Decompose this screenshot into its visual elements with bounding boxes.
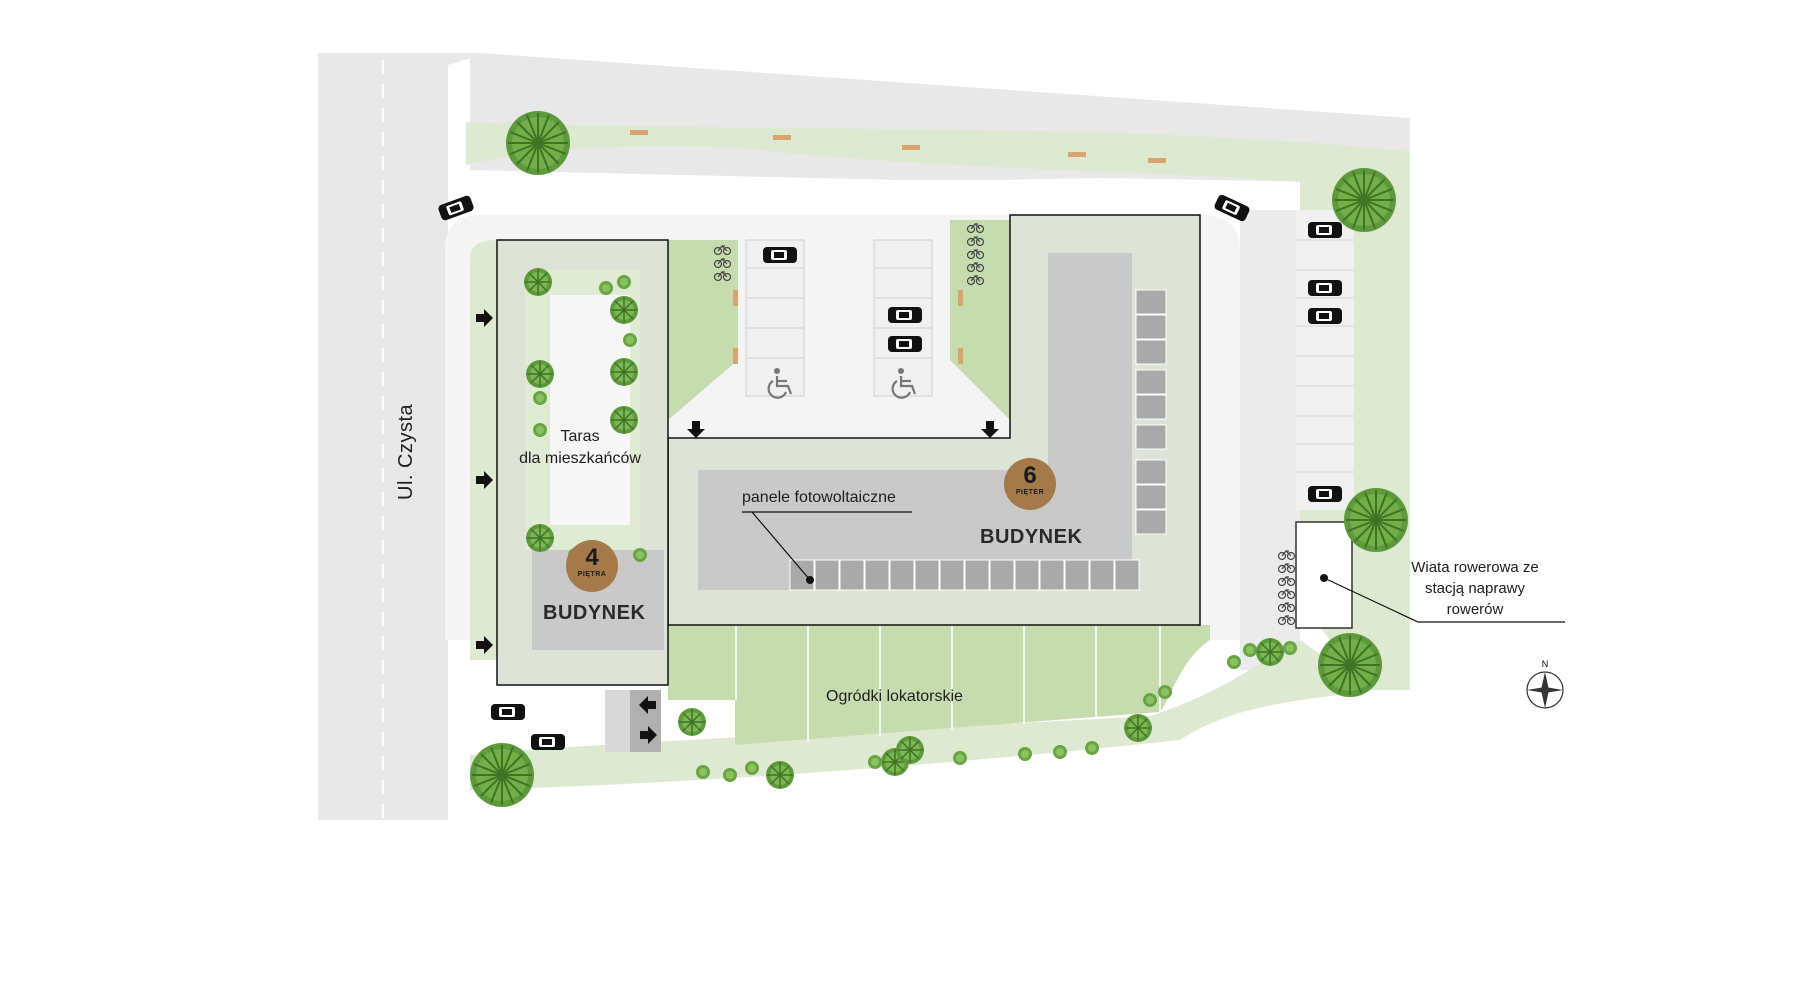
terrace-label-line1: Taras	[560, 428, 600, 445]
floors-count: 4	[585, 544, 599, 571]
terrace-label: Taras dla mieszkańców	[510, 426, 650, 470]
terrace-label-line2: dla mieszkańców	[519, 450, 641, 467]
lawn-west-strip	[470, 240, 497, 660]
street-ul-czysta	[318, 53, 480, 820]
floors-unit: PIĘTRA	[577, 571, 607, 578]
lawn-north-strip	[466, 122, 1410, 192]
parking-stalls-west	[745, 239, 805, 397]
floors-badge-building-6: 6 PIĘTER	[1004, 458, 1056, 510]
street-name-label: Ul. Czysta	[395, 403, 417, 500]
compass-north-label: N	[1542, 659, 1549, 669]
compass-icon	[1526, 671, 1564, 709]
paving-east-lane	[1240, 210, 1300, 670]
floors-unit: PIĘTER	[1015, 489, 1045, 496]
bike-callout-dot	[1320, 574, 1328, 582]
building-name-6-floors: BUDYNEK	[980, 526, 1083, 548]
benches	[630, 130, 1166, 364]
solar-panels	[789, 289, 1167, 591]
floors-badge-building-4: 4 PIĘTRA	[566, 540, 618, 592]
building-name-4-floors: BUDYNEK	[543, 602, 646, 624]
solar-callout-dot	[806, 576, 814, 584]
lawn-south-strip	[470, 640, 1370, 790]
parking-stalls-east-column	[1296, 239, 1354, 473]
callout-lines	[742, 511, 1565, 623]
parking-east-column	[1296, 210, 1354, 510]
parking-stalls-east	[873, 239, 933, 397]
parking-access-road	[668, 360, 1010, 438]
solar-panels-label: panele fotowoltaiczne	[742, 489, 896, 506]
gardens-label: Ogródki lokatorskie	[826, 688, 963, 705]
garden-dividers	[735, 625, 1161, 742]
bike-shelter-label: Wiata rowerowa ze stacją naprawy rowerów	[1411, 559, 1539, 618]
floors-count: 6	[1023, 462, 1037, 489]
community-gardens	[668, 625, 1210, 745]
